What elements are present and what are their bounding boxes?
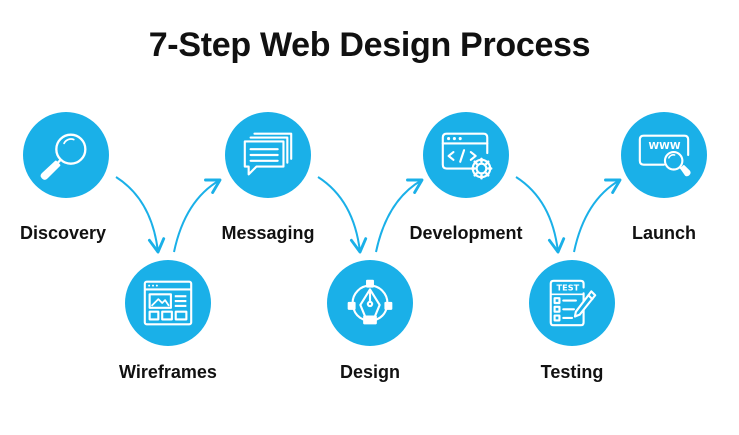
pen-tool-icon bbox=[347, 279, 393, 325]
step-circle-messaging bbox=[225, 112, 311, 198]
step-circle-wireframes bbox=[125, 260, 211, 346]
diagram-title: 7-Step Web Design Process bbox=[148, 26, 591, 64]
arrow-wireframes-to-messaging bbox=[173, 178, 222, 253]
step-circle-development bbox=[423, 112, 509, 198]
step-circle-design bbox=[327, 260, 413, 346]
step-label-wireframes: Wireframes bbox=[119, 362, 217, 382]
magnifier-icon bbox=[40, 133, 87, 180]
step-label-messaging: Messaging bbox=[221, 223, 315, 243]
step-circle-launch: WWW bbox=[621, 112, 707, 198]
code-gear-icon bbox=[441, 132, 493, 180]
step-label-discovery: Discovery bbox=[19, 223, 107, 243]
arrow-design-to-development bbox=[375, 178, 424, 253]
arrow-testing-to-launch bbox=[573, 178, 622, 253]
www-search-icon: WWW bbox=[638, 134, 691, 177]
step-circle-discovery bbox=[23, 112, 109, 198]
www-icon-text: WWW bbox=[649, 141, 681, 152]
step-label-design: Design bbox=[339, 362, 400, 382]
arrow-messaging-to-design bbox=[317, 176, 368, 254]
test-icon-text: TEST bbox=[557, 282, 580, 292]
wireframe-icon bbox=[143, 280, 193, 326]
step-label-testing: Testing bbox=[540, 362, 604, 382]
chat-messages-icon bbox=[243, 132, 293, 176]
step-label-development: Development bbox=[409, 223, 523, 243]
step-label-launch: Launch bbox=[631, 223, 696, 243]
arrow-discovery-to-wireframes bbox=[115, 176, 166, 254]
gear-icon bbox=[470, 157, 493, 180]
step-circle-testing: TEST bbox=[529, 260, 615, 346]
arrow-development-to-testing bbox=[515, 176, 566, 254]
test-checklist-icon: TEST bbox=[549, 279, 597, 327]
